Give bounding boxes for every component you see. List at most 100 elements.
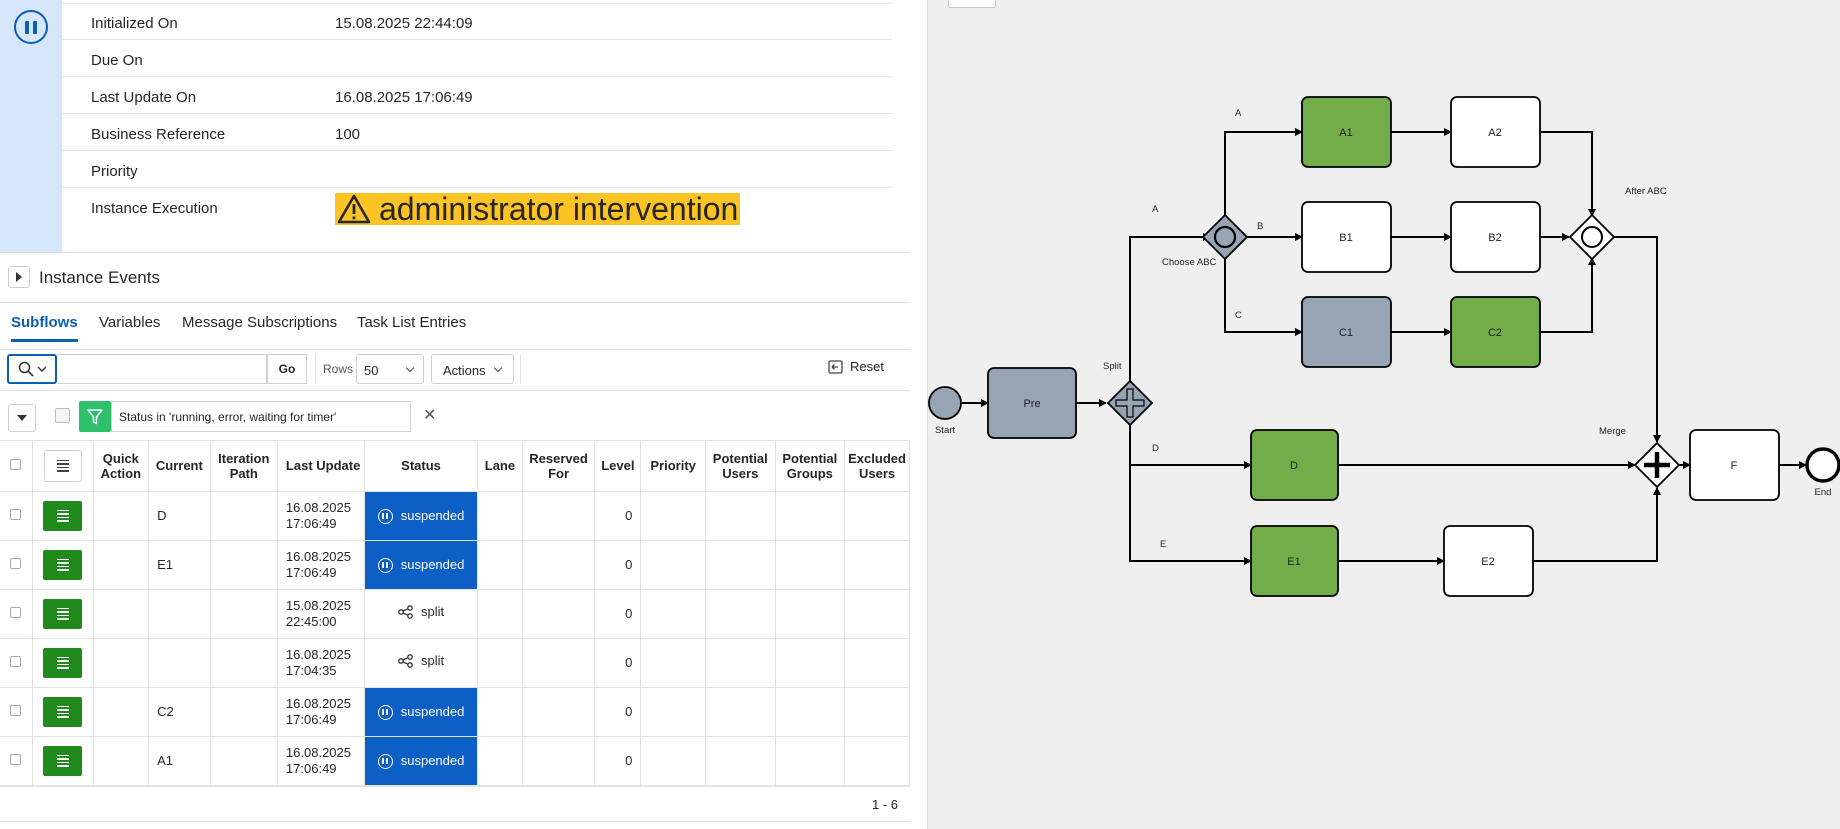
task-b1[interactable] [1301, 201, 1392, 273]
column-header[interactable]: Potential Users [705, 441, 776, 492]
task-label: D [1290, 460, 1298, 472]
column-header[interactable]: Status [364, 441, 479, 492]
column-header[interactable]: Lane [477, 441, 523, 492]
search-input[interactable] [57, 354, 267, 384]
task-pre[interactable] [987, 367, 1077, 439]
column-header[interactable]: Excluded Users [844, 441, 910, 492]
task-d[interactable] [1250, 429, 1339, 501]
gateway-label: After ABC [1625, 186, 1667, 197]
task-b2[interactable] [1450, 201, 1541, 273]
task-c2[interactable] [1450, 296, 1541, 368]
task-label: B2 [1488, 232, 1501, 244]
execution-warning-badge: administrator intervention [335, 193, 741, 225]
tab-subflows[interactable]: Subflows [11, 314, 78, 342]
column-header[interactable]: Last Update [277, 441, 365, 492]
task-label: B1 [1339, 232, 1352, 244]
end-event[interactable] [1805, 447, 1840, 483]
row-checkbox[interactable] [10, 704, 22, 716]
filter-expression[interactable]: Status in 'running, error, waiting for t… [111, 401, 411, 432]
last-update-time: 17:06:49 [285, 515, 337, 531]
row-actions-button[interactable] [43, 745, 83, 776]
column-menu-button[interactable] [43, 449, 82, 482]
pause-icon[interactable] [14, 10, 48, 44]
search-column-select[interactable] [7, 354, 57, 384]
priority-cell [640, 491, 706, 541]
expand-toggle[interactable] [8, 266, 30, 288]
task-label: E2 [1481, 556, 1494, 568]
gateway-label: Choose ABC [1162, 257, 1217, 268]
start-event[interactable] [928, 386, 962, 420]
row-checkbox[interactable] [10, 753, 22, 765]
task-c1[interactable] [1301, 296, 1392, 368]
task-label: Pre [1023, 398, 1040, 410]
task-a1[interactable] [1301, 96, 1392, 168]
reset-label: Reset [850, 359, 884, 374]
gateway-merge[interactable] [1633, 441, 1681, 489]
go-button[interactable]: Go [267, 354, 307, 384]
task-a2[interactable] [1450, 96, 1541, 168]
row-actions-button[interactable] [43, 500, 83, 531]
rows-per-page-select[interactable]: 50 [356, 354, 424, 384]
warning-icon [337, 194, 371, 224]
potential-users-cell [705, 687, 776, 737]
row-checkbox[interactable] [10, 606, 22, 618]
row-actions-button[interactable] [43, 549, 83, 580]
reset-button[interactable]: Reset [828, 359, 884, 374]
quick-action-cell [93, 589, 150, 639]
task-e2[interactable] [1443, 525, 1534, 597]
diagram-toolbar-button[interactable] [948, 0, 996, 8]
status-strip [0, 0, 62, 252]
actions-menu-button[interactable]: Actions [431, 354, 514, 384]
process-diagram: Pre A1 A2 B1 B2 C1 C2 D E1 E2 F Start En… [927, 0, 1840, 829]
tab-variables[interactable]: Variables [99, 314, 161, 331]
collapse-filters-button[interactable] [8, 404, 36, 432]
gateway-split[interactable] [1106, 379, 1154, 427]
gateway-choose-abc[interactable] [1201, 213, 1249, 261]
chevron-down-icon [493, 363, 503, 373]
edge-split-choose [1129, 233, 1211, 381]
tab-task-list-entries[interactable]: Task List Entries [357, 314, 467, 331]
column-header[interactable]: Priority [640, 441, 706, 492]
chevron-down-icon [405, 363, 415, 373]
row-checkbox[interactable] [10, 655, 22, 667]
actions-label: Actions [443, 363, 486, 378]
row-actions-button[interactable] [43, 598, 83, 629]
task-f[interactable] [1689, 429, 1780, 501]
row-actions-button[interactable] [43, 647, 83, 678]
row-checkbox[interactable] [10, 508, 22, 520]
row-checkbox[interactable] [10, 557, 22, 569]
column-header[interactable]: Reserved For [522, 441, 596, 492]
column-header[interactable]: Level [594, 441, 642, 492]
row-action-cell [32, 491, 94, 541]
remove-filter-close-icon[interactable]: ✕ [423, 407, 437, 424]
excluded-users-cell [844, 540, 910, 590]
pagination-bar: 1 - 6 [0, 786, 910, 822]
detail-label: Initialized On [91, 15, 178, 32]
gateway-after-abc[interactable] [1568, 213, 1616, 261]
task-e1[interactable] [1250, 525, 1339, 597]
diagram-edges [962, 128, 1807, 565]
last-update-date: 16.08.2025 [285, 744, 351, 760]
filter-enable-checkbox[interactable] [55, 408, 70, 423]
tab-message-subscriptions[interactable]: Message Subscriptions [182, 314, 338, 331]
detail-row-instance-execution: Instance Execution administrator interve… [62, 188, 892, 238]
column-header[interactable]: Current [148, 441, 211, 492]
edge-choose-c1 [1224, 254, 1303, 336]
status-text: suspended [400, 557, 465, 572]
column-header[interactable]: Potential Groups [775, 441, 846, 492]
menu-icon [56, 655, 69, 671]
iteration-path-cell [210, 540, 278, 590]
row-actions-button[interactable] [43, 696, 83, 727]
column-header[interactable]: Quick Action [93, 441, 150, 492]
iteration-path-cell [210, 687, 278, 737]
column-header[interactable]: Iteration Path [210, 441, 278, 492]
select-all-checkbox[interactable] [10, 459, 22, 471]
